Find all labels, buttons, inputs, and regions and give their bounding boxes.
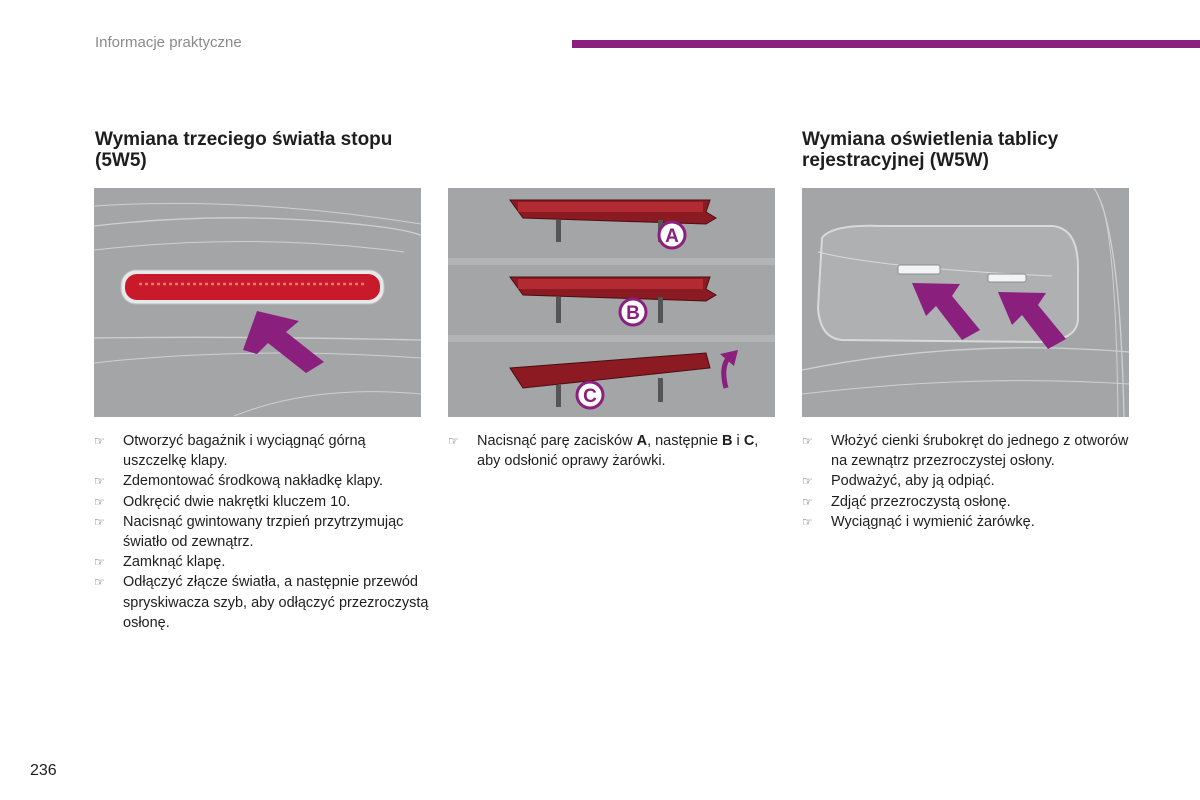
pointer-arrow-icon (243, 311, 324, 373)
pointing-hand-icon: ☞ (802, 514, 813, 529)
license-plate-light-heading: Wymiana oświetlenia tablicy rejestracyjn… (802, 129, 1059, 171)
list-item: ☞Otworzyć bagażnik i wyciągnąć górną usz… (94, 433, 366, 470)
pointer-arrow-icon (998, 292, 1066, 349)
license-plate-steps: ☞Włożyć cienki śrubokręt do jednego z ot… (802, 431, 1142, 532)
list-item: ☞Zamknąć klapę. (94, 552, 429, 572)
clip-steps: ☞Nacisnąć parę zacisków A, następnie B i… (448, 431, 783, 471)
pointing-hand-icon: ☞ (802, 434, 813, 448)
pointing-hand-icon: ☞ (94, 575, 105, 590)
list-item: ☞Podważyć, aby ją odpiąć. (802, 471, 1142, 491)
light-housing-a: A (509, 199, 717, 250)
pointer-arrow-icon (912, 283, 980, 340)
section-label: Informacje praktyczne (95, 34, 242, 51)
clip-label-c: C (583, 386, 597, 407)
pointing-hand-icon: ☞ (94, 474, 105, 489)
light-housing-b: B (509, 276, 717, 327)
clip-label-a: A (665, 226, 679, 247)
clip-ref-c: C (743, 433, 755, 449)
list-item: ☞Włożyć cienki śrubokręt do jednego z ot… (802, 433, 1129, 470)
clip-sequence-figure: A B C (448, 188, 775, 417)
pointing-hand-icon: ☞ (94, 434, 105, 448)
header-accent-bar (572, 40, 1200, 48)
list-item: ☞Nacisnąć parę zacisków A, następnie B i… (448, 433, 759, 470)
clip-sequence-illustration: A B C (448, 188, 775, 417)
page-number: 236 (30, 762, 57, 779)
list-item: ☞Wyciągnąć i wymienić żarówkę. (802, 512, 1142, 532)
brake-light-figure (94, 188, 421, 417)
brake-light-illustration (94, 202, 421, 417)
license-plate-figure (802, 188, 1129, 417)
clip-label-b: B (626, 303, 640, 324)
list-item: ☞Nacisnąć gwintowany trzpień przytrzymuj… (94, 513, 404, 551)
third-brake-light-heading: Wymiana trzeciego światła stopu (5W5) (95, 129, 393, 171)
pointing-hand-icon: ☞ (94, 494, 105, 509)
brake-light-steps: ☞Otworzyć bagażnik i wyciągnąć górną usz… (94, 431, 429, 633)
pointing-hand-icon: ☞ (448, 434, 459, 448)
list-item: ☞Odłączyć złącze światła, a następnie pr… (94, 574, 429, 631)
pointing-hand-icon: ☞ (802, 474, 813, 489)
clip-ref-a: A (636, 433, 648, 449)
list-item: ☞Zdjąć przezroczystą osłonę. (802, 492, 1142, 512)
list-item: ☞Odkręcić dwie nakrętki kluczem 10. (94, 492, 429, 512)
list-item: ☞Zdemontować środkową nakładkę klapy. (94, 471, 429, 491)
light-housing-c: C (509, 350, 738, 410)
pointing-hand-icon: ☞ (802, 494, 813, 509)
pointing-hand-icon: ☞ (94, 555, 105, 570)
clip-ref-b: B (722, 433, 733, 449)
pointing-hand-icon: ☞ (94, 514, 105, 529)
license-plate-illustration (802, 188, 1129, 417)
